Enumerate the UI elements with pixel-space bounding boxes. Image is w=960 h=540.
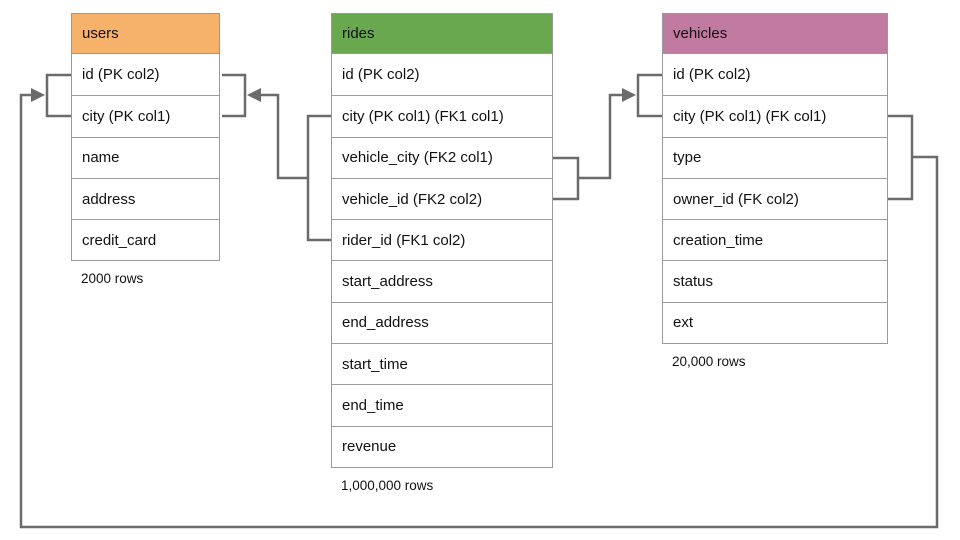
table-row: city (PK col1) (FK1 col1) bbox=[332, 95, 552, 137]
table-row: revenue bbox=[332, 425, 552, 467]
users-right-pk-bracket bbox=[222, 73, 247, 118]
fk2-connector-line bbox=[578, 93, 632, 180]
table-row: rider_id (FK1 col2) bbox=[332, 219, 552, 261]
table-row: address bbox=[72, 177, 219, 220]
vehicles-row-count-label: 20,000 rows bbox=[672, 354, 746, 370]
users-row-count-label: 2000 rows bbox=[81, 271, 144, 287]
table-row: credit_card bbox=[72, 219, 219, 261]
table-row: start_address bbox=[332, 260, 552, 302]
vehicles-table-box: vehicles id (PK col2) city (PK col1) (FK… bbox=[662, 13, 888, 345]
rides-table: rides id (PK col2) city (PK col1) (FK1 c… bbox=[331, 13, 553, 493]
table-row: end_time bbox=[332, 384, 552, 426]
users-left-pk-bracket bbox=[45, 73, 71, 118]
fk1-connector-line bbox=[250, 93, 308, 180]
fk1-arrowhead-icon bbox=[247, 88, 261, 102]
vehicles-right-fk-bracket bbox=[888, 114, 914, 201]
table-row: name bbox=[72, 136, 219, 178]
users-table: users id (PK col2) city (PK col1) name a… bbox=[71, 13, 220, 286]
fk2-arrowhead-icon bbox=[622, 88, 636, 102]
vehicles-table-header: vehicles bbox=[663, 14, 887, 54]
users-table-box: users id (PK col2) city (PK col1) name a… bbox=[71, 13, 220, 262]
rides-left-fk1-bracket bbox=[306, 114, 331, 242]
table-row: ext bbox=[663, 301, 887, 344]
rides-right-fk2-bracket bbox=[553, 156, 580, 201]
table-row: creation_time bbox=[663, 219, 887, 261]
vehicles-fk-arrowhead-icon bbox=[31, 88, 45, 102]
table-row: id (PK col2) bbox=[663, 54, 887, 96]
rides-row-count-label: 1,000,000 rows bbox=[341, 477, 434, 493]
table-row: vehicle_city (FK2 col1) bbox=[332, 136, 552, 178]
table-row: status bbox=[663, 260, 887, 302]
rides-table-box: rides id (PK col2) city (PK col1) (FK1 c… bbox=[331, 13, 553, 468]
users-table-header: users bbox=[72, 14, 219, 54]
table-row: id (PK col2) bbox=[72, 54, 219, 96]
rides-table-header: rides bbox=[332, 14, 552, 54]
vehicles-left-pk-bracket bbox=[636, 73, 662, 118]
table-row: start_time bbox=[332, 343, 552, 385]
table-row: type bbox=[663, 136, 887, 178]
table-row: id (PK col2) bbox=[332, 54, 552, 96]
table-row: end_address bbox=[332, 301, 552, 344]
table-row: vehicle_id (FK2 col2) bbox=[332, 177, 552, 220]
vehicles-table: vehicles id (PK col2) city (PK col1) (FK… bbox=[662, 13, 888, 369]
table-row: city (PK col1) (FK col1) bbox=[663, 95, 887, 137]
table-row: city (PK col1) bbox=[72, 95, 219, 137]
table-row: owner_id (FK col2) bbox=[663, 177, 887, 220]
